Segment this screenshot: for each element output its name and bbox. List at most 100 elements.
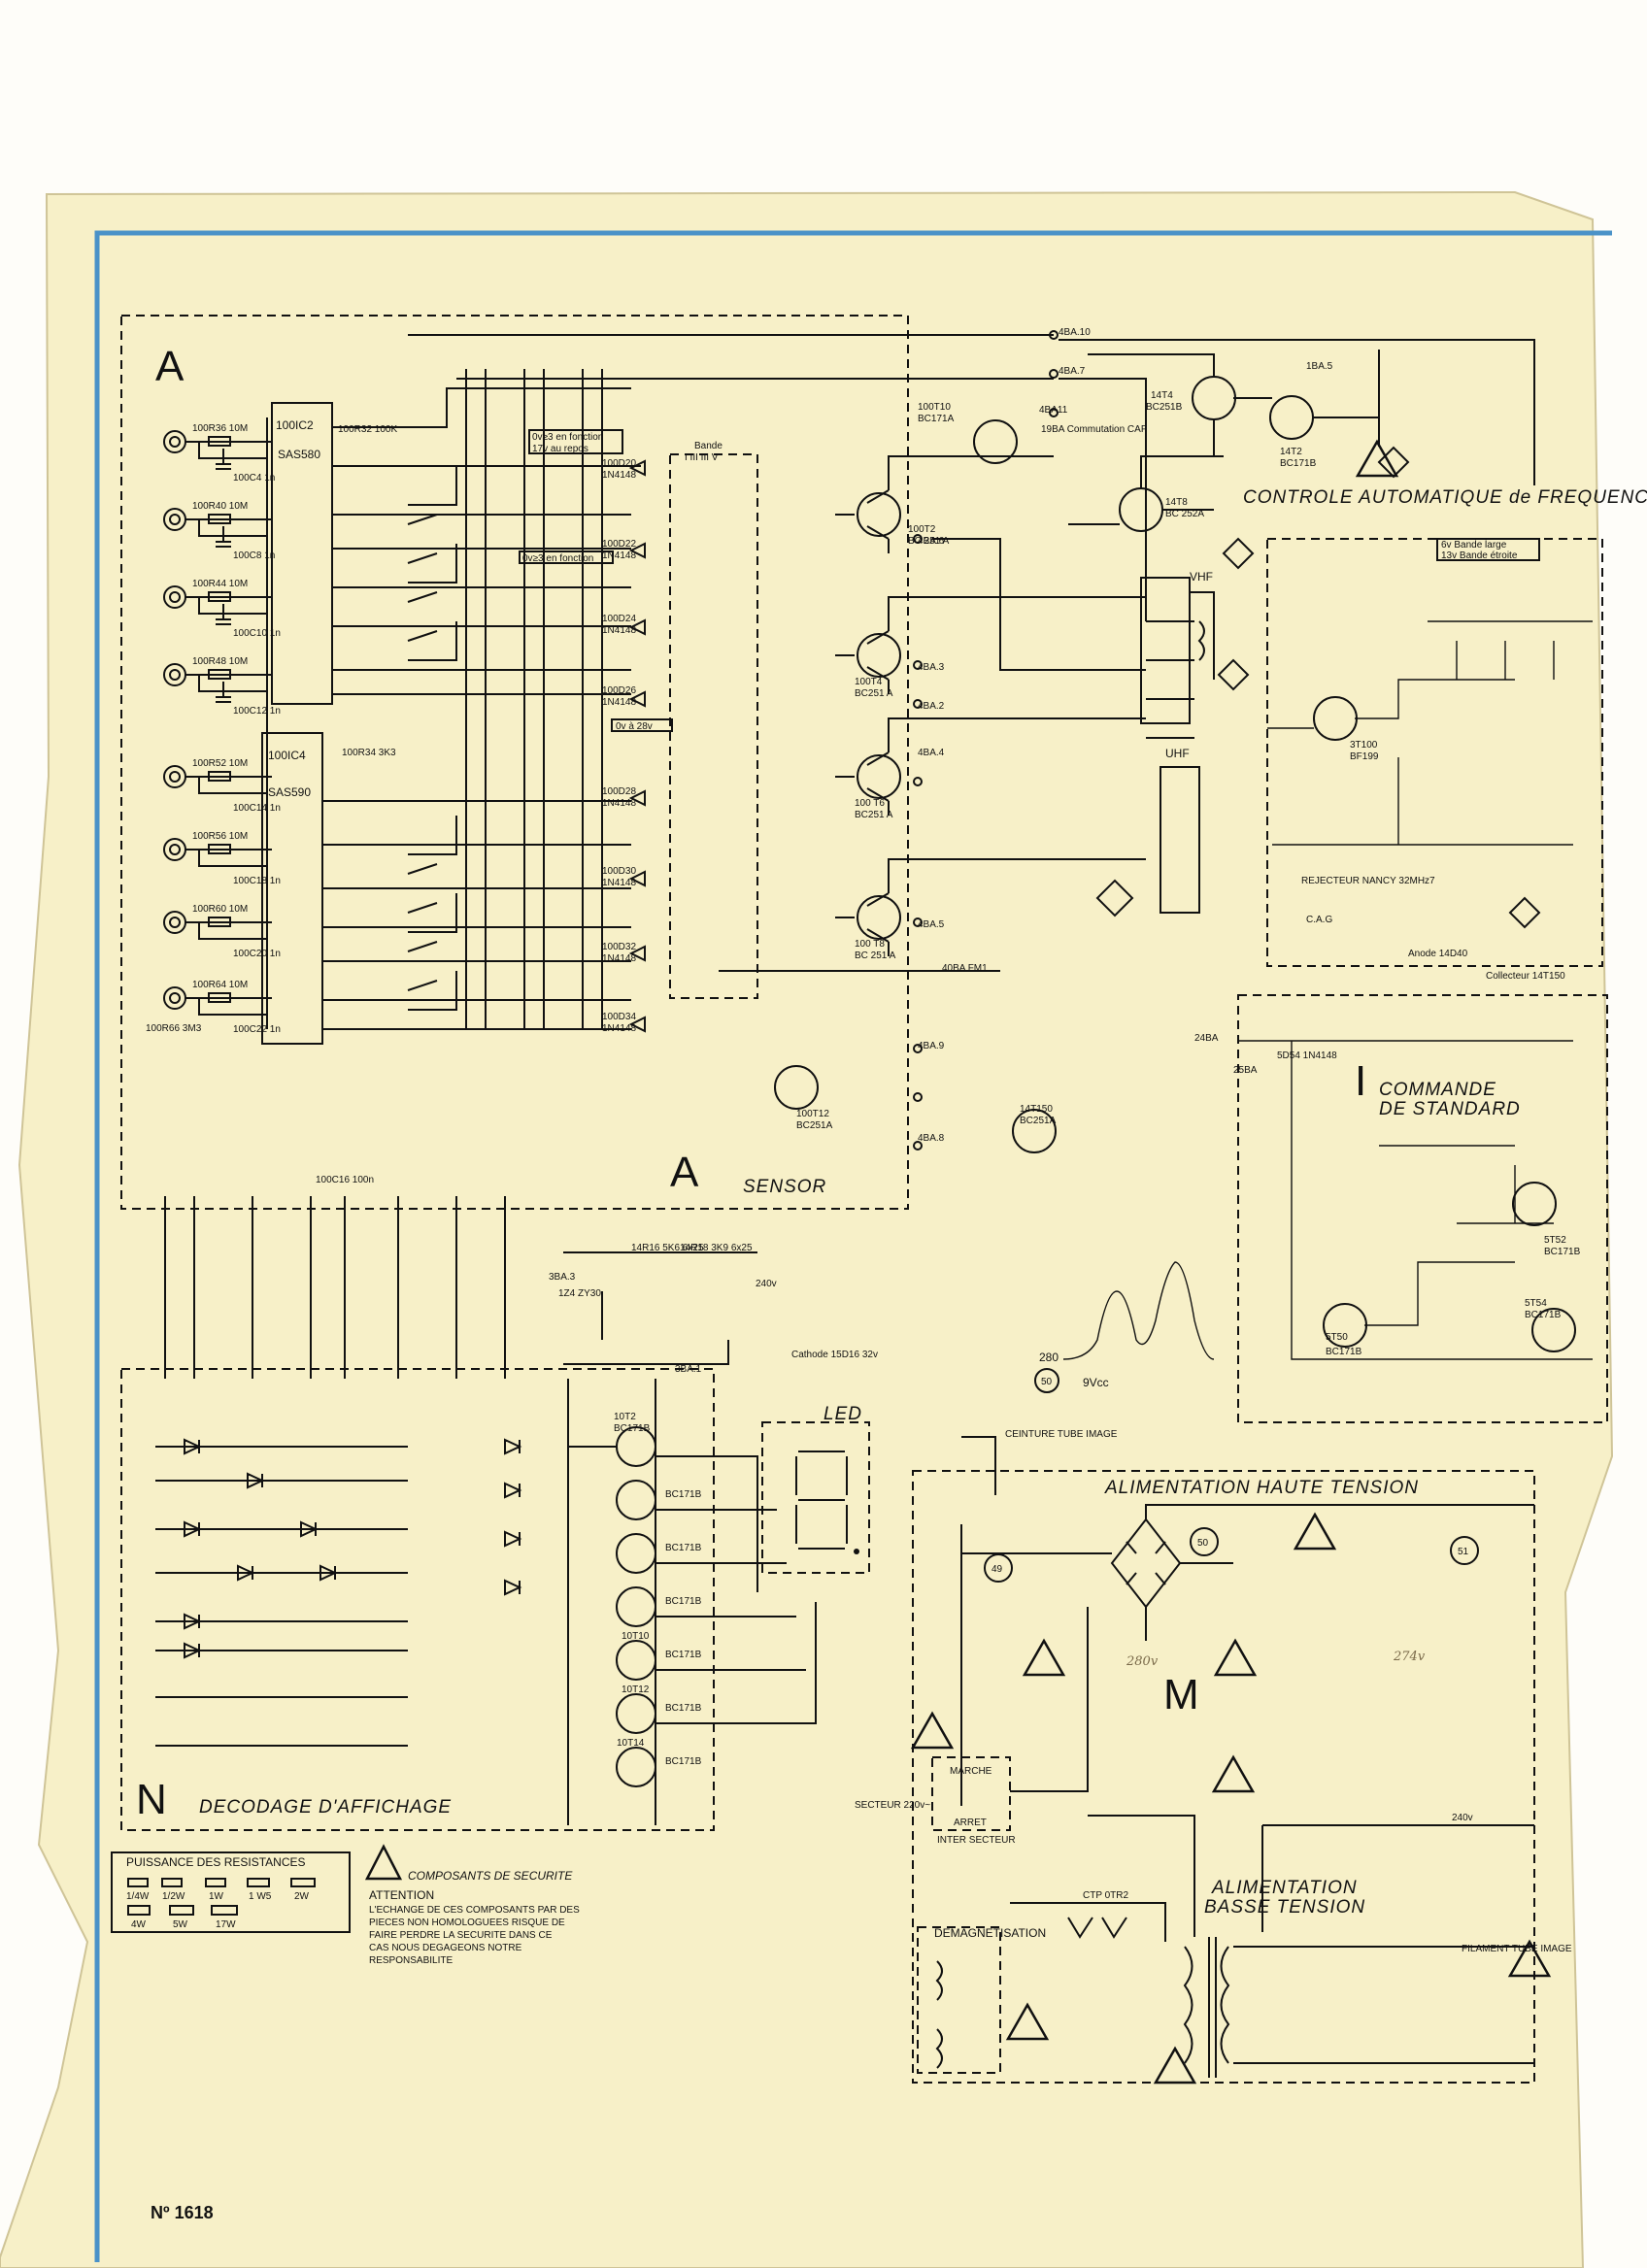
demag-coils xyxy=(935,1960,943,2069)
t2-ref: 100T2 xyxy=(908,524,936,535)
marche-label: MARCHE xyxy=(950,1766,992,1777)
ba4-label: 4BA.4 xyxy=(918,748,945,758)
r66-label: 100R66 3M3 xyxy=(146,1023,202,1034)
d24-label: 100D24 xyxy=(602,614,636,624)
sensor-bus xyxy=(465,369,603,1029)
d-t10-type: BC171B xyxy=(665,1650,702,1660)
d24-type: 1N4148 xyxy=(602,625,636,636)
t5-54-ref: 5T54 xyxy=(1525,1298,1547,1309)
ba8-label: 4BA.8 xyxy=(918,1133,945,1144)
n280-label: 280 xyxy=(1039,1351,1059,1364)
if-frame xyxy=(1266,538,1603,967)
ba7-label: 4BA.7 xyxy=(1059,366,1086,377)
ctp-element xyxy=(1067,1917,1127,1939)
t5-54-type: BC171B xyxy=(1525,1310,1562,1320)
d22-type: 1N4148 xyxy=(602,550,636,561)
ba6-label: 4BA.6 xyxy=(918,536,945,547)
aht-title: ALIMENTATION HAUTE TENSION xyxy=(1104,1478,1419,1498)
d22-label: 100D22 xyxy=(602,539,636,550)
r16-label: 14R16 5K6 6x25 xyxy=(631,1243,704,1253)
v9cc-label: 9Vcc xyxy=(1083,1376,1109,1389)
legend-item-8: 17W xyxy=(216,1919,236,1930)
n50-circle xyxy=(1034,1368,1059,1393)
c12-label: 100C12 1n xyxy=(233,706,281,717)
r48-label: 100R48 10M xyxy=(192,656,248,667)
ba11-label: 4BA11 xyxy=(1039,405,1068,416)
ba10-label: 4BA.10 xyxy=(1059,327,1091,338)
t6-type: BC251 A xyxy=(855,810,893,820)
bande-large: 6v Bande large xyxy=(1441,540,1507,550)
band-label: Bande xyxy=(694,441,723,451)
vhf-label: VHF xyxy=(1190,570,1213,584)
band-width-box xyxy=(1436,538,1540,561)
t5-52-ref: 5T52 xyxy=(1544,1235,1566,1246)
if-connector-4 xyxy=(1508,896,1541,929)
ba5-label: 1BA.5 xyxy=(1306,361,1333,372)
d34-type: 1N4148 xyxy=(602,1023,636,1034)
band-columns: I III III V xyxy=(685,452,719,463)
d54-label: 5D54 1N4148 xyxy=(1277,1051,1337,1061)
legend-item-4: 1 W5 xyxy=(249,1891,272,1902)
secteur-label: SECTEUR 220v~ xyxy=(855,1800,930,1811)
r34-label: 100R34 3K3 xyxy=(342,748,396,758)
t5-52-type: BC171B xyxy=(1544,1247,1581,1257)
section-i-letter: I xyxy=(1355,1057,1366,1105)
demag-frame xyxy=(917,1926,1001,2074)
legend-item-6: 4W xyxy=(131,1919,147,1930)
t5-50-ref: 5T50 xyxy=(1326,1332,1348,1343)
d-t12-type: BC171B xyxy=(665,1703,702,1714)
t150-type: BC251A xyxy=(1020,1116,1057,1126)
t10-type: BC171A xyxy=(918,414,955,424)
d-t4-type: BC171B xyxy=(665,1489,702,1500)
v240-label: 240v xyxy=(756,1279,777,1289)
legend-item-3: 1W xyxy=(209,1891,224,1902)
n50b-label: 50 xyxy=(1197,1538,1209,1549)
c16-label: 100C16 100n xyxy=(316,1175,374,1185)
ba-connectors xyxy=(913,330,1059,1151)
caf-warning-triangle xyxy=(1355,439,1399,478)
d34-label: 100D34 xyxy=(602,1012,636,1022)
ic4-part: SAS590 xyxy=(268,785,311,799)
r60-label: 100R60 10M xyxy=(192,904,248,915)
tuning-pots xyxy=(407,514,438,991)
if-connector-1 xyxy=(1217,658,1250,691)
v28-label: 0v à 28v xyxy=(616,721,653,732)
ic2-part: SAS580 xyxy=(278,448,320,461)
demag-label: DEMAGNETISATION xyxy=(934,1926,1046,1940)
d32-label: 100D32 xyxy=(602,942,636,952)
d26-label: 100D26 xyxy=(602,685,636,696)
ba1-label: 3BA.1 xyxy=(675,1364,702,1375)
fm1-label: 40BA FM1 xyxy=(942,963,988,974)
fn-note-1: 0v≥3 en fonction xyxy=(532,432,603,443)
t14-4-ref: 14T4 xyxy=(1151,390,1173,401)
d28-type: 1N4148 xyxy=(602,798,636,809)
d-t12-ref: 10T12 xyxy=(622,1684,650,1695)
commande-line2: DE STANDARD xyxy=(1379,1099,1521,1119)
t12-ref: 100T12 xyxy=(796,1109,829,1119)
section-m-frame xyxy=(912,1470,1535,2084)
ba2-label: 4BA.2 xyxy=(918,701,945,712)
n51-label: 51 xyxy=(1458,1547,1469,1557)
c20-label: 100C20 1n xyxy=(233,949,281,959)
bus-wires xyxy=(408,334,1535,972)
t5-50-type: BC171B xyxy=(1326,1347,1362,1357)
ba25-label: 25BA xyxy=(1233,1065,1258,1076)
power-legend-symbols xyxy=(127,1878,316,1916)
mid-wires xyxy=(164,1196,757,1379)
power-legend-box xyxy=(111,1851,351,1933)
caf-title: CONTROLE AUTOMATIQUE de FREQUENCE xyxy=(1243,487,1647,508)
section-a-frame xyxy=(120,315,909,1210)
mains-switch-frame xyxy=(931,1756,1011,1831)
d28-label: 100D28 xyxy=(602,786,636,797)
c8-label: 100C8 1n xyxy=(233,550,275,561)
d30-type: 1N4148 xyxy=(602,878,636,888)
d26-type: 1N4148 xyxy=(602,697,636,708)
filament-label: FILAMENT TUBE IMAGE xyxy=(1462,1944,1572,1954)
tuner-vhf xyxy=(1140,577,1191,724)
caf-connector-18 xyxy=(1377,446,1410,479)
safety-attention: ATTENTION xyxy=(369,1888,434,1902)
fn-note-2: 17v au repos xyxy=(532,444,588,454)
legend-item-1: 1/4W xyxy=(126,1891,150,1902)
legend-item-7: 5W xyxy=(173,1919,188,1930)
